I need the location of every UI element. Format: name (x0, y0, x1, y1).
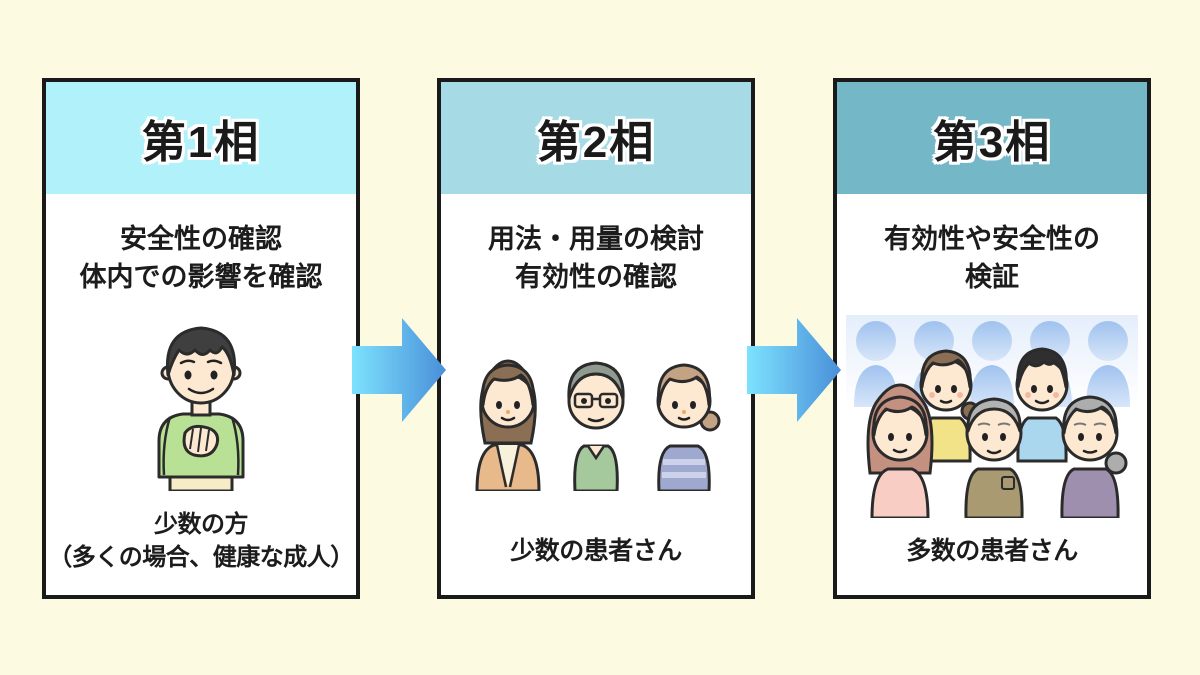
phase-1-header: 第1相 (46, 82, 356, 194)
phase-3-caption-line-1: 多数の患者さん (906, 537, 1078, 565)
phase-2-title: 第2相 (536, 118, 656, 167)
phase-3-description-line-1: 有効性や安全性の (884, 224, 1100, 254)
phase-1-caption-line-1: 少数の方 (154, 510, 248, 538)
healthy-adult-man-illustration (46, 297, 356, 508)
phase-3-title: 第3相 (932, 118, 1052, 167)
phase-3-description-line-2: 検証 (965, 262, 1019, 293)
phase-3-card: 第3相 有効性や安全性の 検証 (833, 78, 1151, 599)
phase-2-caption-line-1: 少数の患者さん (510, 537, 682, 565)
phase-1-body: 安全性の確認 体内での影響を確認 (46, 194, 356, 595)
phase-1-description-line-1: 安全性の確認 (120, 224, 282, 254)
phase-1-title: 第1相 (141, 118, 261, 167)
phase-2-caption: 少数の患者さん (510, 534, 682, 569)
crowd-icon (846, 314, 1138, 518)
phase-2-body: 用法・用量の検討 有効性の確認 (441, 194, 751, 595)
phase-1-card: 第1相 安全性の確認 体内での影響を確認 (42, 78, 360, 599)
phase-1-caption-line-2: （多くの場合、健康な成人） (48, 544, 354, 572)
phase-3-header: 第3相 (837, 82, 1147, 194)
phase-1-description: 安全性の確認 体内での影響を確認 (80, 220, 323, 297)
phase-3-description: 有効性や安全性の 検証 (884, 220, 1100, 297)
phase-2-description-line-2: 有効性の確認 (515, 262, 677, 293)
phase-2-description: 用法・用量の検討 有効性の確認 (488, 220, 704, 297)
phase-3-caption: 多数の患者さん (906, 534, 1078, 569)
phase-2-header: 第2相 (441, 82, 751, 194)
phase-3-body: 有効性や安全性の 検証 (837, 194, 1147, 595)
phase-2-card: 第2相 用法・用量の検討 有効性の確認 (437, 78, 755, 599)
phase-1-description-line-2: 体内での影響を確認 (79, 262, 323, 293)
right-arrow-icon (747, 318, 841, 422)
person-icon (157, 326, 245, 492)
three-people-icon (475, 359, 721, 492)
phase-1-caption: 少数の方 （多くの場合、健康な成人） (48, 508, 354, 575)
three-patients-illustration (441, 297, 751, 534)
phase-2-description-line-1: 用法・用量の検討 (488, 224, 704, 254)
right-arrow-icon (352, 318, 446, 422)
crowd-of-patients-illustration (837, 297, 1147, 534)
